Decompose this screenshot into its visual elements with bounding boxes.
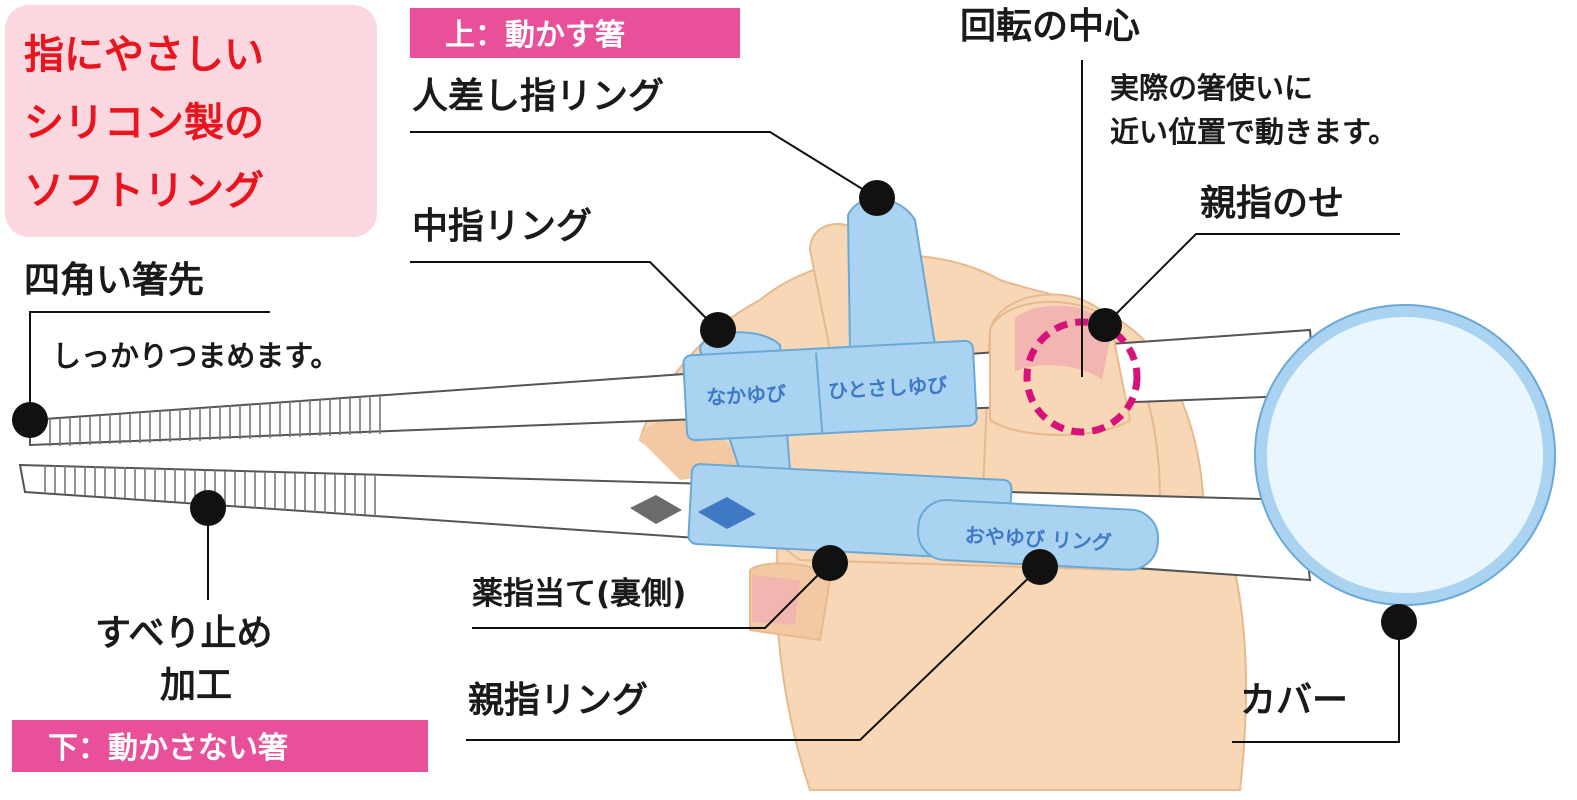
blue-diamond	[698, 497, 756, 529]
header-line-2: シリコン製の	[24, 100, 264, 146]
upper-tag-box	[410, 8, 740, 58]
label-pivot-note-2: 近い位置で動きます。	[1110, 115, 1397, 149]
upper-ring-sleeve	[682, 339, 978, 442]
label-square-tips: 四角い箸先	[24, 260, 204, 301]
header-line-3: ソフトリング	[24, 168, 264, 214]
label-anti-slip-2: 加工	[160, 665, 232, 706]
label-ring-finger-rest: 薬指当て(裏側)	[472, 576, 686, 612]
label-pivot: 回転の中心	[960, 6, 1140, 47]
cover-disk-inner	[1267, 317, 1543, 593]
header-box	[5, 5, 377, 237]
lower-tag-box	[12, 720, 428, 772]
lower-tag: 下：動かさない箸	[48, 731, 288, 766]
label-index-ring: 人差し指リング	[412, 76, 664, 117]
label-thumb-rest: 親指のせ	[1200, 183, 1344, 224]
label-square-tips-note: しっかりつまめます。	[52, 339, 339, 373]
label-thumb-ring: 親指リング	[468, 680, 648, 721]
upper-tag: 上：動かす箸	[445, 18, 625, 53]
label-anti-slip-1: すべり止め	[95, 613, 272, 654]
middle-ring-text: なかゆび	[706, 381, 788, 409]
label-pivot-note-1: 実際の箸使いに	[1110, 71, 1313, 105]
label-middle-ring: 中指リング	[412, 206, 592, 247]
header-line-1: 指にやさしい	[24, 32, 264, 78]
label-cover: カバー	[1240, 680, 1348, 721]
gray-diamond	[630, 495, 682, 524]
index-ring-loop	[846, 197, 937, 352]
